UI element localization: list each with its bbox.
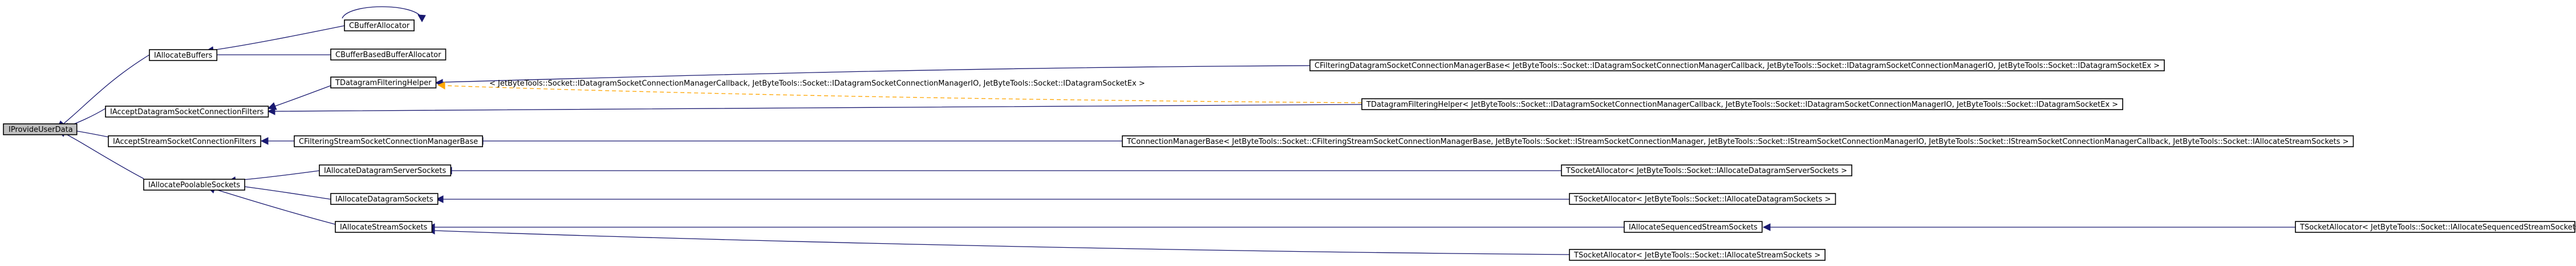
edge-cbufferbased-to-iallocatebuffers <box>204 51 331 59</box>
svg-text:IAllocateStreamSockets: IAllocateStreamSockets <box>340 223 428 232</box>
svg-text:TDatagramFilteringHelper< JetB: TDatagramFilteringHelper< JetByteTools::… <box>1366 100 2118 109</box>
svg-text:TSocketAllocator< JetByteTools: TSocketAllocator< JetByteTools::Socket::… <box>2299 223 2576 232</box>
edge-tsocketalloc-sequenced <box>1762 223 2295 231</box>
node-cfilteringstreamsocketconnectionmanagerbase[interactable]: CFilteringStreamSocketConnectionManagerB… <box>294 135 483 147</box>
node-tsocketallocator-sequenced[interactable]: TSocketAllocator< JetByteTools::Socket::… <box>2295 221 2576 233</box>
edge-label-template-args: < JetByteTools::Socket::IDatagramSocketC… <box>489 79 1145 88</box>
svg-text:TDatagramFilteringHelper: TDatagramFilteringHelper <box>335 79 432 87</box>
svg-text:IAllocateDatagramSockets: IAllocateDatagramSockets <box>335 195 433 204</box>
node-iallocatepoolablesockets[interactable]: IAllocatePoolableSockets <box>143 179 245 191</box>
edge-cbufferallocator-self <box>342 6 426 23</box>
edge-tsocketalloc-dg <box>435 195 1569 203</box>
edge-tconnectionmanager-to-cfilteringstream <box>475 137 1122 145</box>
svg-text:IAllocateSequencedStreamSocket: IAllocateSequencedStreamSockets <box>1629 223 1758 232</box>
node-iallocatesequencedstreamsockets[interactable]: IAllocateSequencedStreamSockets <box>1624 221 1763 233</box>
node-cbufferbasedbufferallocator[interactable]: CBufferBasedBufferAllocator <box>330 49 447 61</box>
svg-text:CFilteringDatagramSocketConnec: CFilteringDatagramSocketConnectionManage… <box>1315 62 2160 70</box>
svg-text:TConnectionManagerBase< JetByt: TConnectionManagerBase< JetByteTools::So… <box>1126 138 2349 146</box>
node-tdatagramfilteringhelper[interactable]: TDatagramFilteringHelper <box>330 76 437 88</box>
edge-stream-to-poolable <box>206 186 336 225</box>
edge-sequenced-to-stream <box>427 223 1624 231</box>
edge-cfilteringstream-to-iacceptstream <box>260 137 294 145</box>
node-tdatagramfilteringhelper-instance[interactable]: TDatagramFilteringHelper< JetByteTools::… <box>1361 98 2123 110</box>
node-iallocatedatagramserversockets[interactable]: IAllocateDatagramServerSockets <box>319 164 452 176</box>
node-tconnectionmanagerbase[interactable]: TConnectionManagerBase< JetByteTools::So… <box>1122 135 2354 147</box>
edge-tsocketalloc-stream <box>427 227 1570 255</box>
edge-cbufferallocator-to-iallocatebuffers <box>204 25 345 55</box>
svg-text:TSocketAllocator< JetByteTools: TSocketAllocator< JetByteTools::Socket::… <box>1573 251 1820 260</box>
svg-text:IAllocatePoolableSockets: IAllocatePoolableSockets <box>148 181 240 190</box>
node-cfilteringdatagramsocketconnectionmanagerbase[interactable]: CFilteringDatagramSocketConnectionManage… <box>1309 59 2165 71</box>
svg-text:CBufferAllocator: CBufferAllocator <box>349 22 410 30</box>
edge-tdatagramhelperinst-to-iacceptdatagram <box>267 104 1362 115</box>
node-iallocatebuffers[interactable]: IAllocateBuffers <box>149 49 218 61</box>
svg-text:IProvideUserData: IProvideUserData <box>9 126 73 134</box>
svg-text:IAcceptStreamSocketConnectionF: IAcceptStreamSocketConnectionFilters <box>113 138 256 146</box>
node-iprovideuserdata[interactable]: IProvideUserData <box>3 123 78 135</box>
node-iacceptstreamsocketconnectionfilters[interactable]: IAcceptStreamSocketConnectionFilters <box>108 135 262 147</box>
svg-text:IAllocateBuffers: IAllocateBuffers <box>154 51 213 60</box>
node-iacceptdatagramsocketconnectionfilters[interactable]: IAcceptDatagramSocketConnectionFilters <box>105 106 269 118</box>
node-iallocatedatagramsockets[interactable]: IAllocateDatagramSockets <box>330 193 439 205</box>
svg-text:IAllocateDatagramServerSockets: IAllocateDatagramServerSockets <box>324 167 447 175</box>
svg-text:TSocketAllocator< JetByteTools: TSocketAllocator< JetByteTools::Socket::… <box>1573 195 1831 204</box>
node-tsocketallocator-dgserver[interactable]: TSocketAllocator< JetByteTools::Socket::… <box>1561 164 1852 176</box>
svg-text:CBufferBasedBufferAllocator: CBufferBasedBufferAllocator <box>335 51 441 59</box>
edge-tsocketalloc-dgserver <box>444 167 1561 175</box>
edge-template-instantiation <box>437 82 1362 103</box>
svg-text:TSocketAllocator< JetByteTools: TSocketAllocator< JetByteTools::Socket::… <box>1565 167 1847 175</box>
node-tsocketallocator-dg[interactable]: TSocketAllocator< JetByteTools::Socket::… <box>1569 193 1836 205</box>
svg-text:CFilteringStreamSocketConnecti: CFilteringStreamSocketConnectionManagerB… <box>299 138 478 146</box>
edge-iallocatebuffers-to-iprovideuserdata <box>56 54 150 130</box>
node-tsocketallocator-stream[interactable]: TSocketAllocator< JetByteTools::Socket::… <box>1569 249 1826 261</box>
node-iallocatestreamsockets[interactable]: IAllocateStreamSockets <box>335 221 433 233</box>
edge-tdatagramhelper-to-iacceptdatagram <box>267 85 331 110</box>
node-cbufferallocator[interactable]: CBufferAllocator <box>344 19 415 31</box>
svg-text:IAcceptDatagramSocketConnectio: IAcceptDatagramSocketConnectionFilters <box>110 108 264 116</box>
